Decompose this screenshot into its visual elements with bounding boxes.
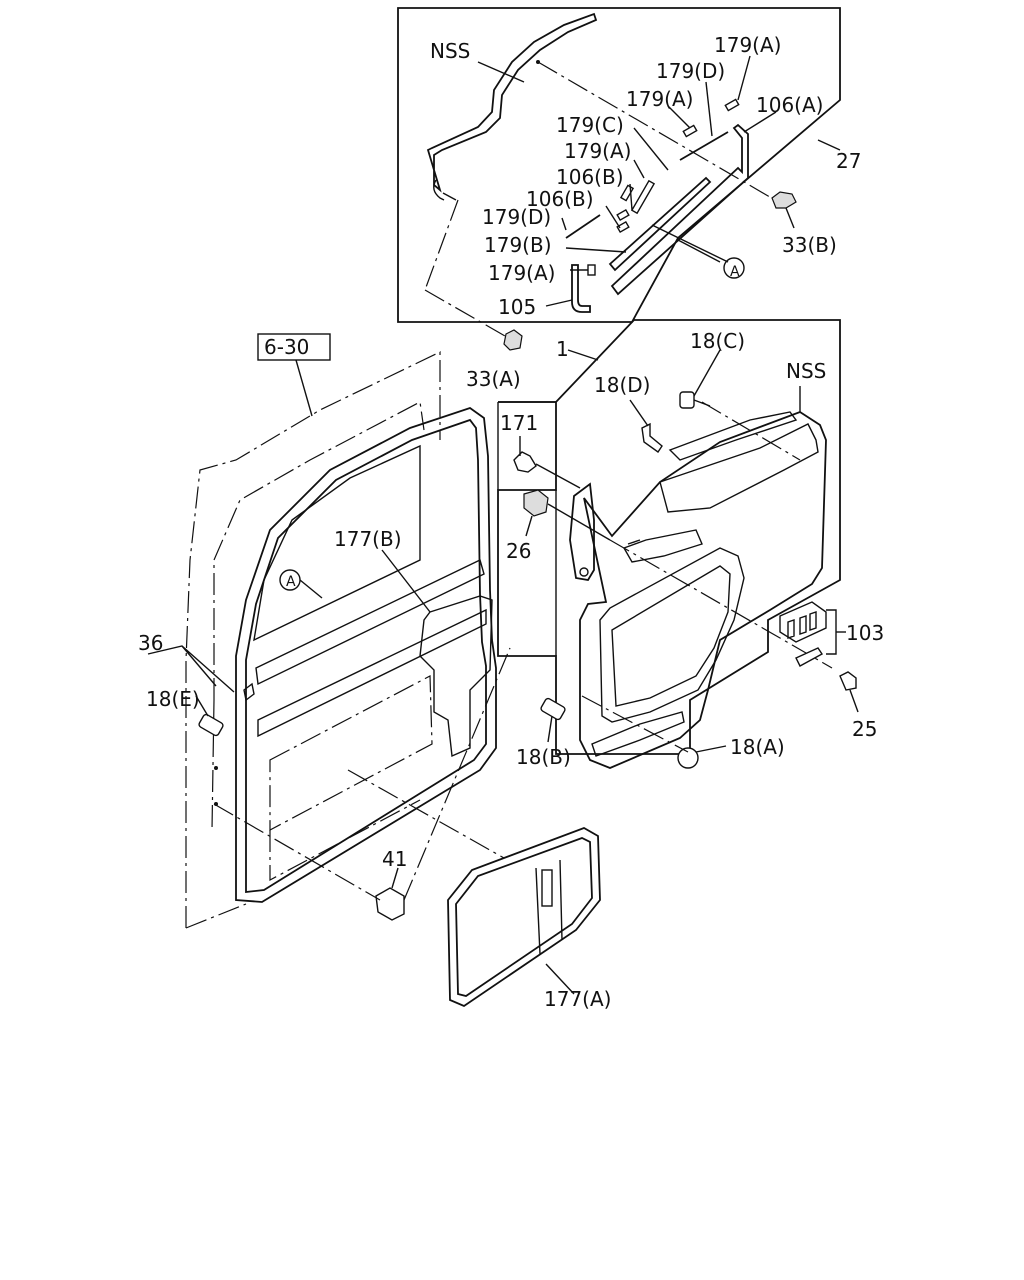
- piece-179d-2: [565, 214, 601, 239]
- right-inset: [497, 319, 859, 769]
- label-26: 26: [506, 539, 531, 563]
- nss-outer-panel: [426, 12, 598, 193]
- clip-33a: [503, 329, 523, 351]
- label-27: 27: [836, 149, 861, 173]
- circle-a-marker-left: [279, 569, 301, 591]
- label-circle-a-left: A: [286, 574, 296, 590]
- label-1: 1: [556, 337, 569, 361]
- label-nss-right: NSS: [786, 359, 826, 383]
- clip-41: [375, 887, 405, 921]
- right-inset-frame: [497, 319, 841, 755]
- label-179a-1: 179(A): [714, 33, 781, 57]
- door-trim-panel: [579, 410, 827, 769]
- bracket-18d: [641, 422, 663, 453]
- handle-103: [779, 601, 846, 667]
- label-179c: 179(C): [556, 113, 624, 137]
- label-25: 25: [852, 717, 877, 741]
- leader-dash-2: [424, 199, 459, 291]
- label-179d-2: 179(D): [482, 205, 551, 229]
- ref-box-6-30: [257, 333, 331, 361]
- piece-179c: [630, 179, 656, 215]
- label-105: 105: [498, 295, 536, 319]
- clip-33b: [771, 191, 797, 209]
- label-179a-3: 179(A): [564, 139, 631, 163]
- label-106b-1: 106(B): [556, 165, 624, 189]
- clip-26: [523, 489, 549, 517]
- label-33a: 33(A): [466, 367, 521, 391]
- label-18e: 18(E): [146, 687, 200, 711]
- top-inset: [397, 7, 841, 341]
- label-33b: 33(B): [782, 233, 837, 257]
- grommet-18b: [540, 697, 566, 743]
- label-179b: 179(B): [484, 233, 552, 257]
- window-latch: [541, 869, 553, 907]
- leader-dash-1: [537, 61, 776, 201]
- label-36: 36: [138, 631, 163, 655]
- label-18c: 18(C): [690, 329, 745, 353]
- piece-106b-1: [616, 208, 630, 222]
- main-door: [147, 329, 523, 929]
- leader-dash-3: [424, 289, 513, 341]
- clip-171: [513, 451, 537, 473]
- label-18d: 18(D): [594, 373, 650, 397]
- label-177a: 177(A): [544, 987, 611, 1011]
- pin-18a: [677, 745, 727, 769]
- label-circle-a-top: A: [730, 264, 740, 280]
- label-6-30: 6-30: [264, 335, 309, 359]
- molding-strip-B: [610, 123, 749, 296]
- part-105: [571, 264, 591, 313]
- label-179a-2: 179(A): [626, 87, 693, 111]
- window-glass-177a: [447, 827, 601, 1008]
- label-41: 41: [382, 847, 407, 871]
- piece-106b-2: [616, 220, 630, 234]
- door-outer-outline: [185, 351, 441, 928]
- label-nss-top: NSS: [430, 39, 470, 63]
- label-106a: 106(A): [756, 93, 823, 117]
- label-103: 103: [846, 621, 884, 645]
- piece-179a-4: [587, 264, 596, 276]
- piece-179d-1: [679, 131, 729, 161]
- piece-179a-1: [724, 98, 740, 112]
- piece-179a-2: [682, 124, 698, 138]
- label-179a-4: 179(A): [488, 261, 555, 285]
- circle-a-marker-top: [723, 257, 745, 279]
- label-177b: 177(B): [334, 527, 402, 551]
- label-179d-1: 179(D): [656, 59, 725, 83]
- grommet-18e: [198, 713, 224, 737]
- labels: NSS 179(A) 179(D) 179(A) 106(A) 179(C) 1…: [138, 33, 884, 1011]
- label-18a: 18(A): [730, 735, 785, 759]
- label-18b: 18(B): [516, 745, 571, 769]
- screw-25: [839, 671, 859, 713]
- molding-strip-A: [608, 176, 712, 272]
- label-171: 171: [500, 411, 538, 435]
- label-106b-2: 106(B): [526, 187, 594, 211]
- weatherstrip-177b: [235, 407, 497, 903]
